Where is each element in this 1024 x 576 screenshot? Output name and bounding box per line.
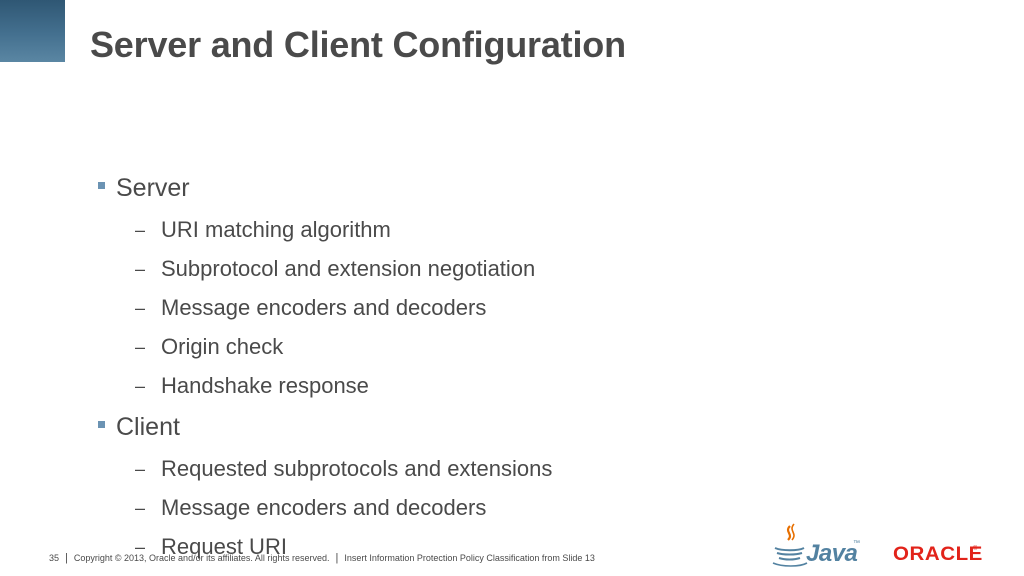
footer-separator: | — [335, 552, 339, 564]
java-trademark: ™ — [853, 540, 860, 547]
slide-title: Server and Client Configuration — [90, 24, 626, 65]
slide-footer: 35 | Copyright © 2013, Oracle and/or its… — [49, 551, 595, 565]
copyright-text: Copyright © 2013, Oracle and/or its affi… — [73, 553, 330, 563]
oracle-logo-text: ORACLE — [893, 544, 983, 565]
corner-accent-block — [0, 0, 65, 62]
sub-item-text: Message encoders and decoders — [161, 295, 487, 320]
sub-item-text: Origin check — [161, 334, 284, 359]
dash-bullet-icon: – — [135, 537, 146, 557]
sub-item-text: Requested subprotocols and extensions — [161, 456, 553, 481]
dash-bullet-icon: – — [135, 376, 146, 396]
sub-item-text: URI matching algorithm — [161, 217, 391, 242]
sub-item-text: Handshake response — [161, 373, 369, 398]
sub-item-text: Message encoders and decoders — [161, 495, 487, 520]
dash-bullet-icon: – — [135, 220, 146, 240]
classification-text: Insert Information Protection Policy Cla… — [344, 553, 595, 563]
dash-bullet-icon: – — [135, 498, 146, 518]
dash-bullet-icon: – — [135, 459, 146, 479]
sub-item-text: Subprotocol and extension negotiation — [161, 256, 536, 281]
dash-bullet-icon: – — [135, 298, 146, 318]
square-bullet-icon — [98, 182, 105, 189]
oracle-registered-mark: ® — [973, 546, 978, 552]
dash-bullet-icon: – — [135, 259, 146, 279]
bullet-label: Client — [116, 413, 180, 441]
footer-separator: | — [65, 552, 68, 564]
sub-item-text: Request URI — [161, 534, 287, 559]
java-cup-icon — [772, 523, 808, 567]
dash-bullet-icon: – — [135, 337, 146, 357]
page-number: 35 — [49, 553, 60, 563]
bullet-label: Server — [116, 174, 190, 202]
java-logo-text: Java — [806, 540, 858, 567]
square-bullet-icon — [98, 421, 105, 428]
